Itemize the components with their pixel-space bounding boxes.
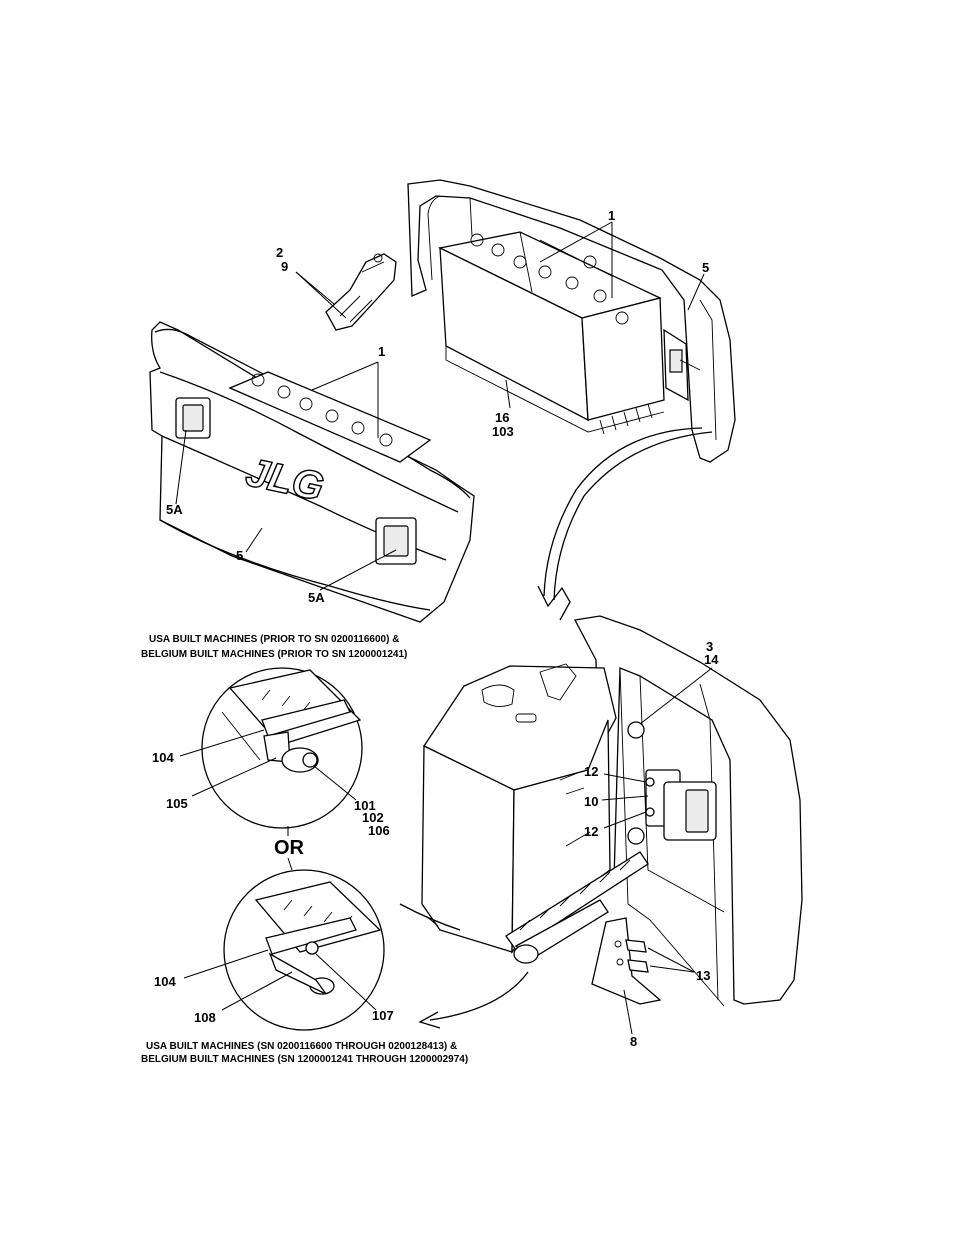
battery-box-detail-view xyxy=(400,616,802,1006)
callout-5a-left: 5A xyxy=(166,502,183,517)
caption-later-line2: BELGIUM BUILT MACHINES (SN 1200001241 TH… xyxy=(141,1054,468,1065)
rod-detail-arrow xyxy=(420,972,528,1028)
callout-104-top: 104 xyxy=(152,750,174,765)
callout-108: 108 xyxy=(194,1010,216,1025)
callout-10: 10 xyxy=(584,794,598,809)
callout-9: 9 xyxy=(281,259,288,274)
battery-box-open-view xyxy=(408,180,735,462)
callout-1-mid: 1 xyxy=(378,344,385,359)
callout-12-bottom: 12 xyxy=(584,824,598,839)
callout-8: 8 xyxy=(630,1034,637,1049)
callout-16: 16 xyxy=(495,410,509,425)
battery-cover-installed-view: JLG xyxy=(150,322,474,622)
callout-106: 106 xyxy=(368,823,390,838)
detail-transition-arrow xyxy=(538,428,712,620)
callout-12-top: 12 xyxy=(584,764,598,779)
or-separator: OR xyxy=(274,837,305,859)
callout-5-mid: 5 xyxy=(236,548,243,563)
callout-13: 13 xyxy=(696,968,710,983)
detail-circle-later xyxy=(224,870,384,1030)
caption-early-line2: BELGIUM BUILT MACHINES (PRIOR TO SN 1200… xyxy=(141,649,407,660)
detail-circle-early xyxy=(202,668,362,828)
callout-103: 103 xyxy=(492,424,514,439)
callout-1-top: 1 xyxy=(608,208,615,223)
disconnect-plug-assembly xyxy=(326,254,396,330)
callout-5a-bottom: 5A xyxy=(308,590,325,605)
callout-104-bottom: 104 xyxy=(154,974,176,989)
caption-early-line1: USA BUILT MACHINES (PRIOR TO SN 02001166… xyxy=(149,634,399,645)
callout-105: 105 xyxy=(166,796,188,811)
callout-2: 2 xyxy=(276,245,283,260)
caption-later-line1: USA BUILT MACHINES (SN 0200116600 THROUG… xyxy=(146,1041,457,1052)
callout-5-top: 5 xyxy=(702,260,709,275)
callout-107: 107 xyxy=(372,1008,394,1023)
callout-14: 14 xyxy=(704,652,719,667)
